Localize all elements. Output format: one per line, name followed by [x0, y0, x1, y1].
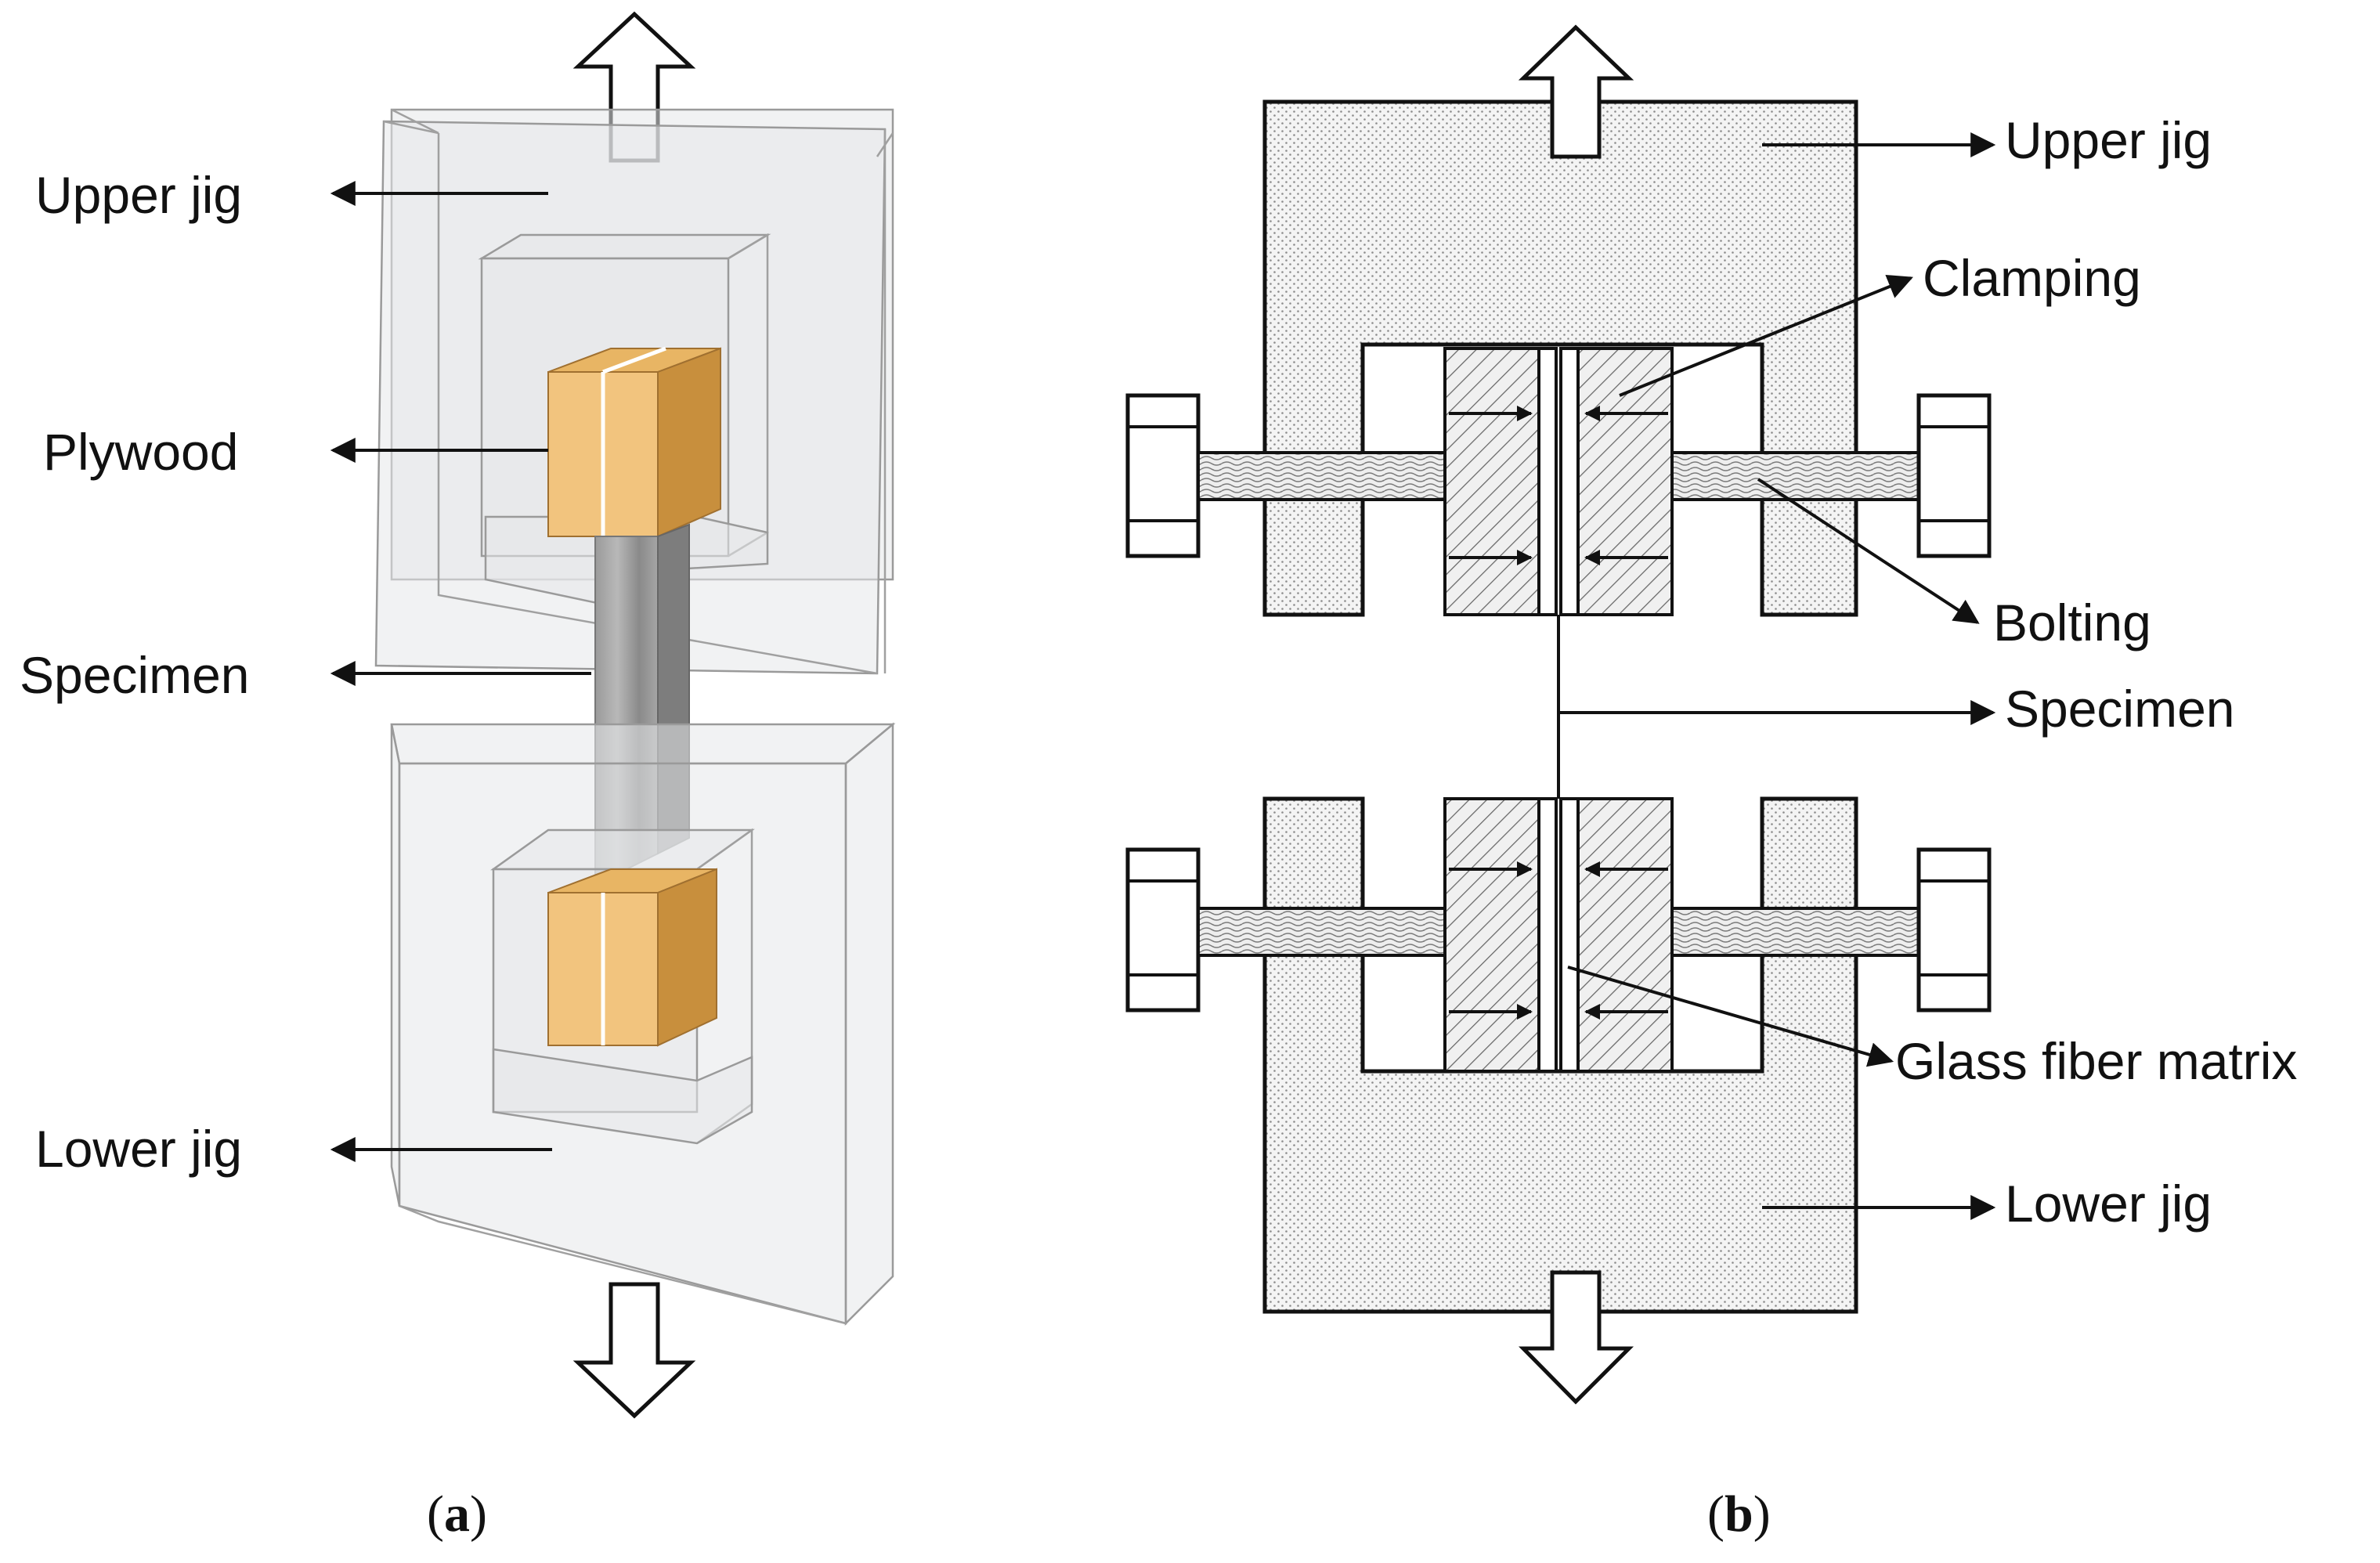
svg-text:Specimen: Specimen [2005, 680, 2235, 738]
label-plywood-a: Plywood [43, 423, 548, 481]
label-upper-jig-a: Upper jig [35, 166, 548, 224]
label-lower-jig-b: Lower jig [1762, 1175, 2212, 1233]
upper-jig-b [1262, 99, 1858, 617]
panel-b: Upper jig Clamping Bolting Specimen Glas… [1125, 24, 2297, 1543]
pull-up-arrow-b-icon [1518, 24, 1634, 159]
upper-plywood-block [547, 346, 721, 538]
caption-b: (b) [1707, 1485, 1771, 1543]
lower-plywood-block [547, 868, 717, 1047]
svg-text:Upper jig: Upper jig [2005, 111, 2212, 169]
label-clamping-b: Clamping [1619, 249, 2141, 397]
svg-text:Clamping: Clamping [1923, 249, 2141, 307]
label-lower-jig-a: Lower jig [35, 1120, 552, 1178]
svg-text:Lower jig: Lower jig [35, 1120, 242, 1178]
label-specimen-b: Specimen [1558, 680, 2235, 738]
lower-jig-b [1262, 796, 1858, 1314]
label-upper-jig-b: Upper jig [1762, 111, 2212, 169]
panel-a: Upper jig Plywood Specimen Lower jig (a) [20, 11, 896, 1543]
svg-text:Upper jig: Upper jig [35, 166, 242, 224]
label-bolting-b: Bolting [1757, 478, 2151, 652]
caption-a: (a) [427, 1485, 487, 1543]
pull-down-arrow-icon [572, 1282, 696, 1419]
pull-down-arrow-b-icon [1519, 1270, 1634, 1405]
svg-text:Glass fiber matrix: Glass fiber matrix [1895, 1032, 2297, 1090]
label-specimen-a: Specimen [20, 646, 591, 704]
svg-text:Plywood: Plywood [43, 423, 238, 481]
upper-clamp-assembly [1125, 347, 1992, 616]
lower-clamp-assembly [1125, 797, 1992, 1073]
label-glass-fiber-matrix-b: Glass fiber matrix [1567, 966, 2297, 1090]
svg-text:Lower jig: Lower jig [2005, 1175, 2212, 1233]
svg-text:Bolting: Bolting [1993, 594, 2151, 652]
svg-text:Specimen: Specimen [20, 646, 250, 704]
